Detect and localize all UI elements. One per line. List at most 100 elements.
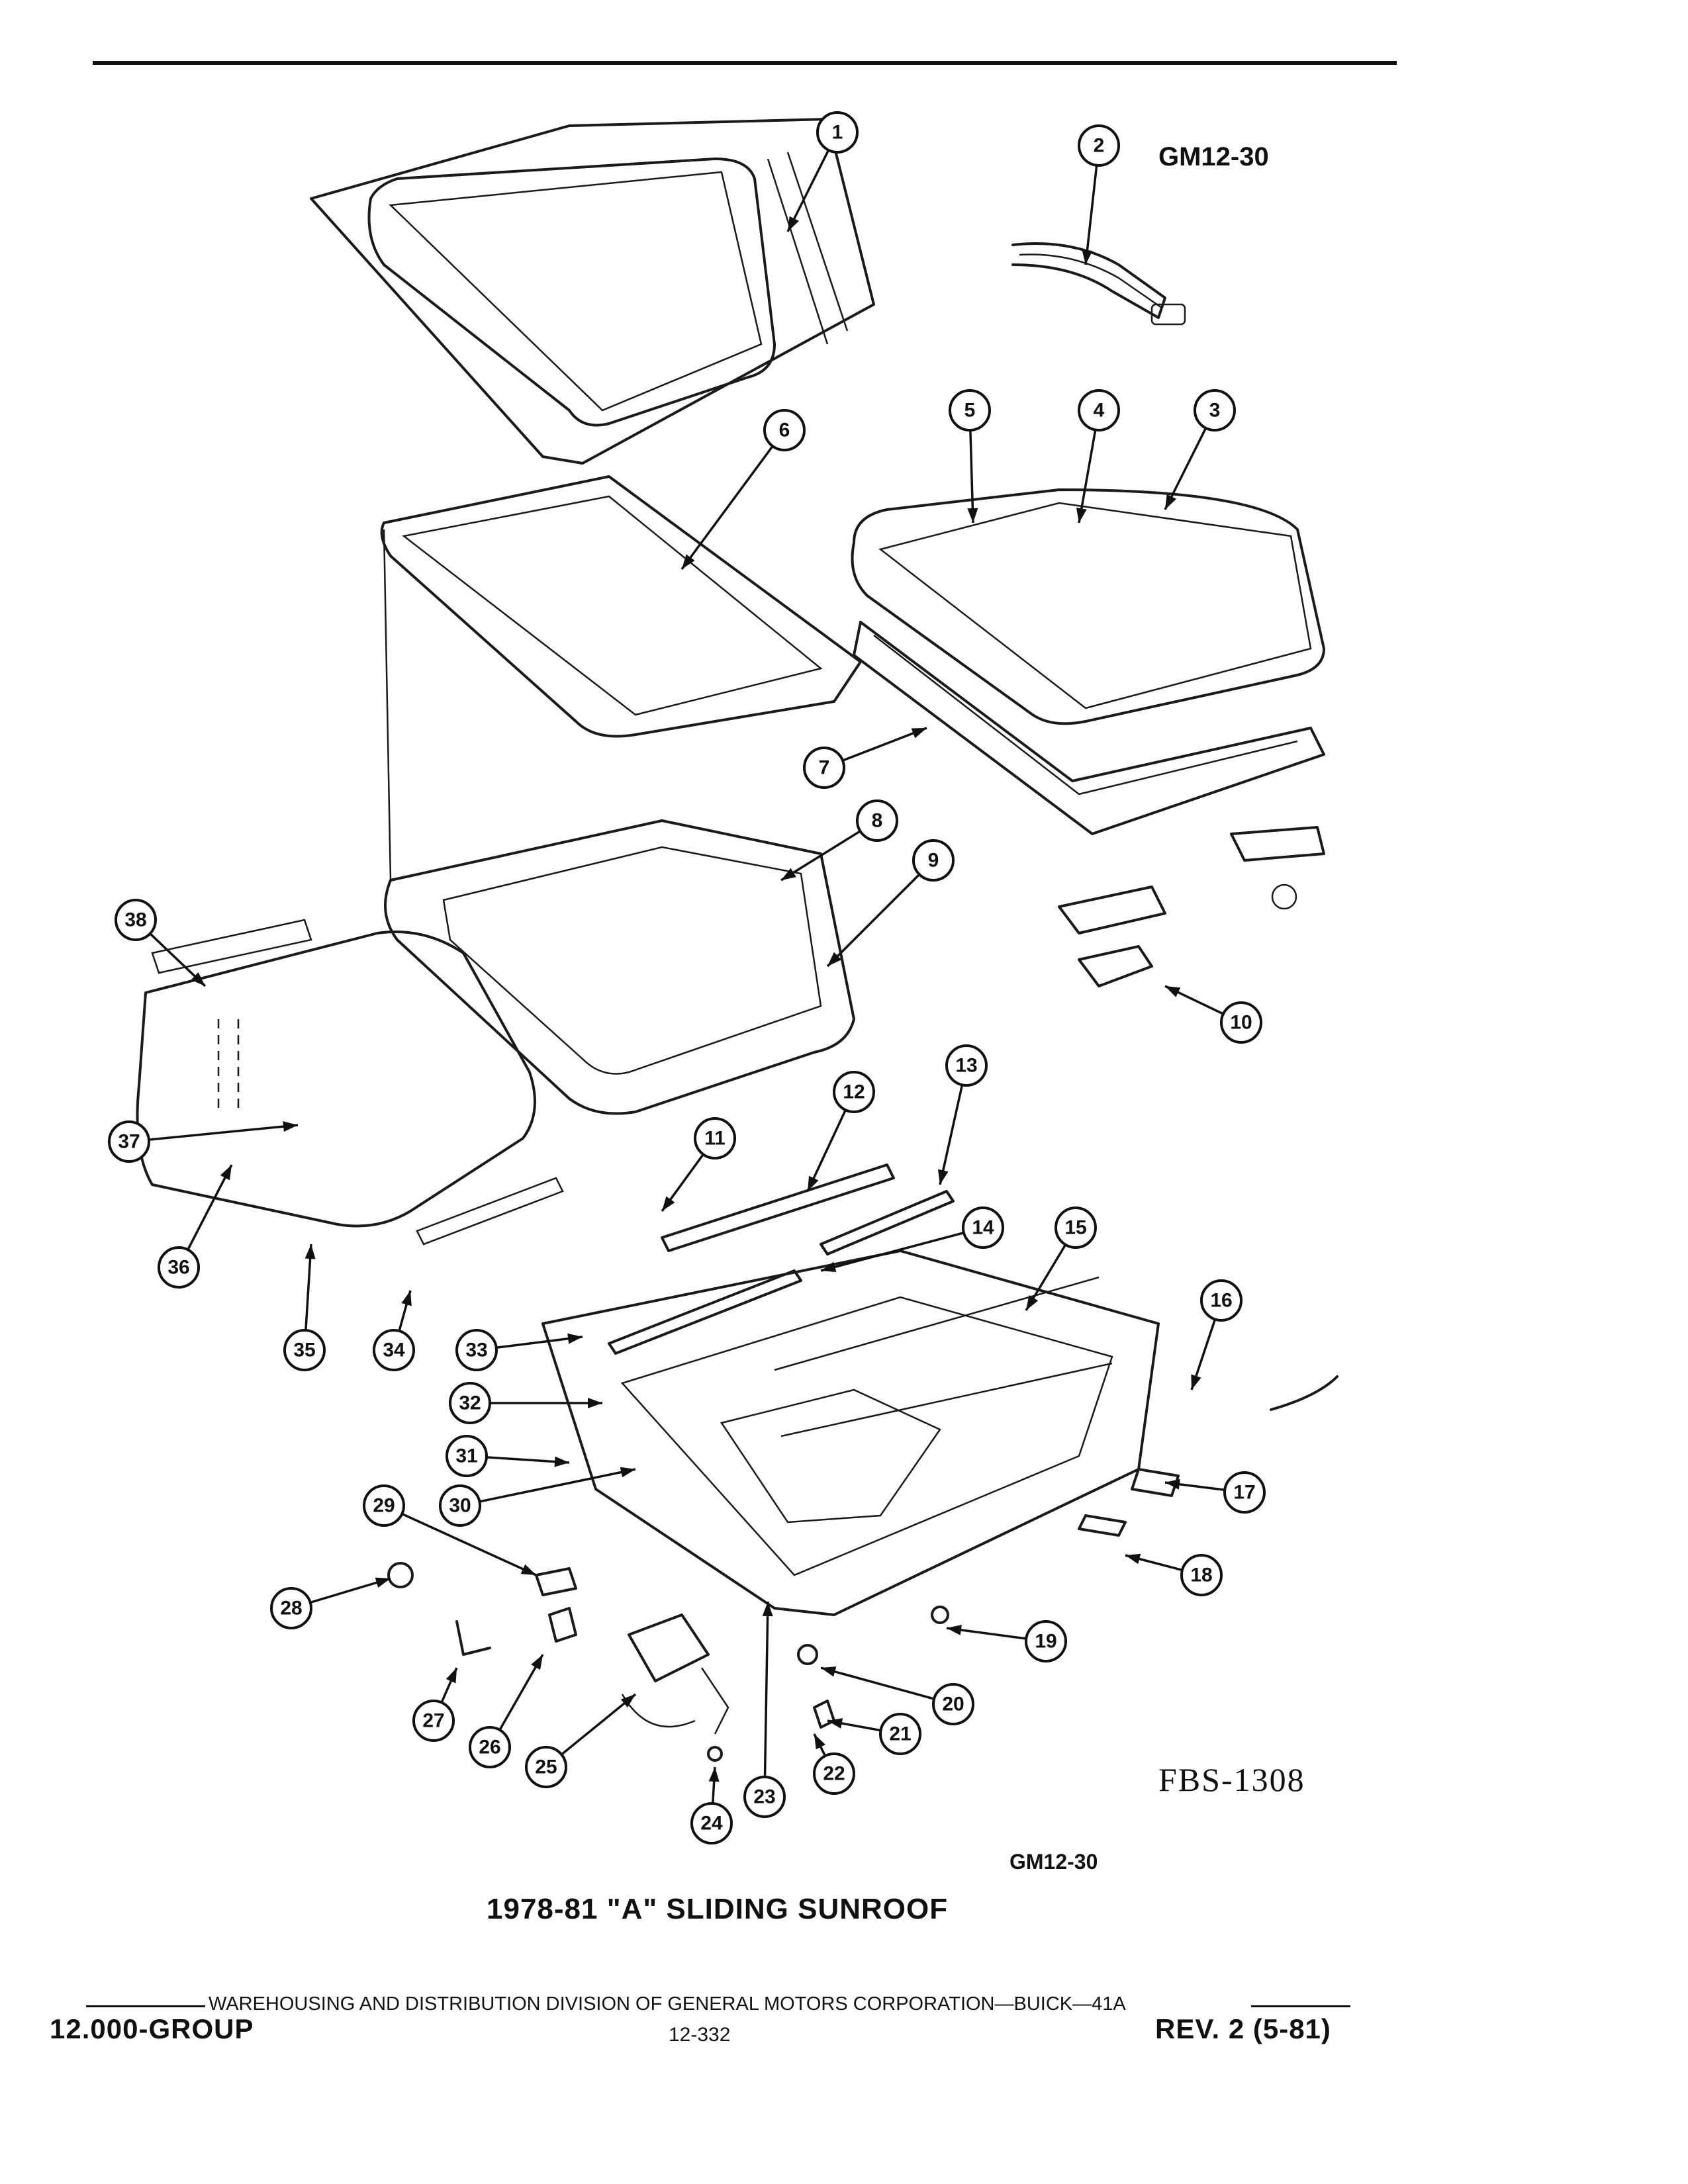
callout-13: 13 [937, 1044, 988, 1185]
callout-leader-14 [820, 1232, 964, 1272]
callout-circle-2 [1078, 124, 1120, 167]
callout-10: 10 [1164, 985, 1262, 1044]
callout-arrowhead-15 [1026, 1295, 1039, 1310]
small-parts-drawing [387, 1375, 1338, 1762]
roof-panel-drawing [310, 118, 875, 465]
callout-number-16: 16 [1210, 1290, 1232, 1312]
callout-arrowhead-24 [708, 1767, 720, 1782]
footer-page-number: 12-332 [669, 2024, 731, 2046]
callout-arrowhead-32 [588, 1398, 602, 1408]
callout-circle-8 [856, 799, 898, 842]
weatherstrip-drawing [1011, 242, 1186, 326]
callout-23: 23 [743, 1601, 786, 1818]
hinge-hardware-drawing [1058, 826, 1325, 987]
callout-arrowhead-29 [520, 1564, 536, 1575]
callout-21: 21 [827, 1713, 921, 1755]
callout-circle-32 [449, 1382, 491, 1424]
callout-arrowhead-26 [531, 1655, 543, 1670]
callout-arrowhead-14 [821, 1261, 837, 1273]
callout-arrowhead-11 [662, 1196, 675, 1211]
callout-number-36: 36 [167, 1257, 189, 1279]
callout-number-13: 13 [955, 1055, 977, 1077]
callout-5: 5 [949, 389, 991, 523]
callout-27: 27 [412, 1667, 458, 1742]
callout-arrowhead-31 [554, 1456, 569, 1467]
callout-leader-8 [780, 830, 861, 882]
callout-circle-22 [813, 1752, 855, 1795]
callout-number-24: 24 [700, 1813, 723, 1835]
callout-number-23: 23 [753, 1786, 775, 1808]
callout-35: 35 [283, 1244, 326, 1371]
callout-circle-10 [1220, 1001, 1262, 1044]
callout-leader-3 [1164, 428, 1207, 510]
callout-circle-33 [455, 1329, 498, 1371]
drawing-code-top: GM12-30 [1158, 142, 1269, 171]
callout-circle-23 [743, 1776, 786, 1818]
callout-leader-13 [939, 1084, 964, 1185]
callout-24: 24 [690, 1766, 733, 1844]
callout-circle-38 [115, 899, 157, 941]
callout-31: 31 [445, 1435, 570, 1477]
callout-number-21: 21 [889, 1723, 911, 1745]
callout-number-31: 31 [455, 1445, 477, 1467]
callout-number-19: 19 [1035, 1631, 1056, 1653]
callout-circle-15 [1055, 1206, 1097, 1249]
callout-arrowhead-6 [682, 554, 695, 569]
callout-36: 36 [158, 1164, 233, 1289]
headliner-drawing [136, 919, 564, 1246]
callout-arrowhead-12 [808, 1175, 819, 1191]
callout-circle-3 [1194, 389, 1236, 432]
callout-leader-1 [786, 150, 830, 232]
callout-number-34: 34 [383, 1340, 405, 1361]
callout-38: 38 [115, 899, 207, 987]
callout-number-38: 38 [124, 909, 146, 931]
callout-leader-30 [479, 1468, 636, 1503]
callout-25: 25 [525, 1693, 637, 1788]
motor-drawing [621, 1614, 729, 1735]
callout-8: 8 [780, 799, 898, 882]
callout-circle-21 [879, 1713, 921, 1755]
callout-circle-20 [932, 1683, 974, 1725]
footer-division-line: WAREHOUSING AND DISTRIBUTION DIVISION OF… [209, 1993, 1126, 2015]
callout-leader-20 [820, 1666, 935, 1700]
housing-drawing [541, 1250, 1160, 1616]
callout-number-9: 9 [928, 850, 939, 872]
callout-number-6: 6 [779, 420, 790, 441]
callout-number-1: 1 [832, 122, 843, 144]
footer-rule-left [86, 2005, 205, 2007]
callout-18: 18 [1125, 1553, 1223, 1596]
figure-reference: FBS-1308 [1158, 1761, 1305, 1798]
callout-circle-4 [1078, 389, 1120, 432]
footer-group: 12.000-GROUP [50, 2013, 254, 2044]
callout-arrowhead-9 [827, 952, 842, 966]
callout-circle-30 [439, 1484, 481, 1527]
callout-arrowhead-21 [827, 1718, 843, 1729]
callout-arrowhead-35 [305, 1244, 316, 1259]
callout-number-5: 5 [964, 400, 976, 422]
callout-26: 26 [469, 1654, 544, 1768]
callout-arrowhead-22 [814, 1734, 825, 1750]
callout-leader-25 [561, 1693, 637, 1756]
callout-16: 16 [1190, 1279, 1243, 1390]
callout-17: 17 [1164, 1471, 1266, 1514]
callout-number-29: 29 [373, 1495, 395, 1517]
callout-number-8: 8 [872, 810, 883, 832]
callout-arrowhead-7 [911, 728, 927, 739]
callout-29: 29 [363, 1484, 537, 1576]
callout-arrowhead-3 [1165, 494, 1176, 510]
track-rails-drawing [608, 1163, 955, 1355]
callout-arrowhead-23 [762, 1602, 773, 1617]
callout-number-37: 37 [118, 1131, 140, 1153]
callout-20: 20 [820, 1666, 974, 1725]
callout-circle-14 [962, 1206, 1004, 1249]
callout-circle-28 [270, 1587, 312, 1629]
callout-arrowhead-10 [1165, 986, 1181, 997]
callout-leader-37 [148, 1124, 299, 1141]
callout-28: 28 [270, 1577, 391, 1629]
callout-circle-1 [816, 111, 859, 154]
callout-1: 1 [786, 111, 859, 232]
callout-2: 2 [1078, 124, 1120, 265]
callout-leader-5 [969, 430, 974, 523]
callout-number-28: 28 [280, 1598, 302, 1619]
